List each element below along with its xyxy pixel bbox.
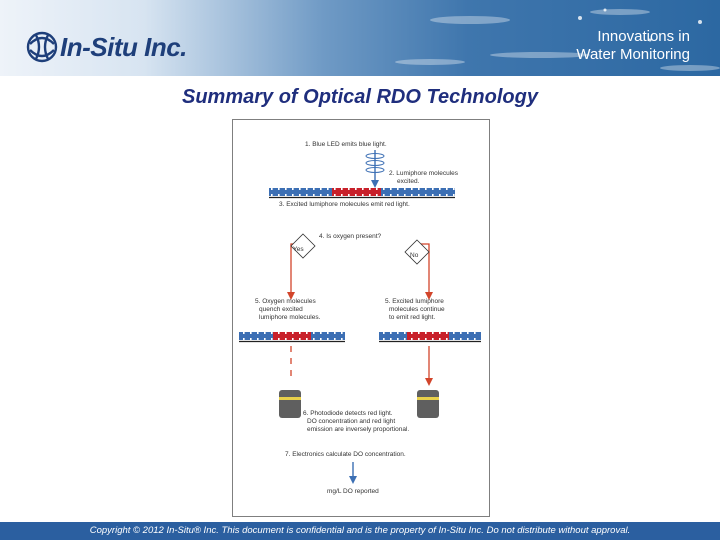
- company-logo: In-Situ Inc.: [24, 30, 187, 64]
- step2-line: 2. Lumiphore molecules: [389, 170, 459, 177]
- result-label: mg/L DO reported: [327, 488, 379, 495]
- no-label: No: [410, 252, 419, 259]
- step5a-line: quench excited: [259, 306, 303, 313]
- photodiode-left-icon: [279, 390, 301, 418]
- footer-copyright: Copyright © 2012 In-Situ® Inc. This docu…: [0, 522, 720, 540]
- step5b-label: 5. Excited lumiphore molecules continue …: [385, 298, 446, 321]
- step5b-line: to emit red light.: [389, 314, 435, 321]
- step5b-line: 5. Excited lumiphore: [385, 298, 444, 305]
- lumiphore-strip-quenched: [239, 332, 345, 343]
- step2-line: excited.: [397, 178, 420, 185]
- rdo-flow-svg: 1. Blue LED emits blue light. 2. Lumipho…: [239, 141, 481, 495]
- step4-label: 4. Is oxygen present?: [319, 233, 382, 240]
- step6-line: emission are inversely proportional.: [307, 426, 409, 433]
- no-decision: No: [404, 239, 430, 265]
- step1-label: 1. Blue LED emits blue light.: [305, 141, 387, 148]
- step5b-line: molecules continue: [389, 306, 445, 313]
- tagline-line: Innovations in: [597, 28, 690, 45]
- step7-label: 7. Electronics calculate DO concentratio…: [285, 451, 406, 458]
- in-situ-logo-icon: [26, 31, 58, 63]
- blue-light-beam-icon: [365, 150, 385, 188]
- yes-label: Yes: [293, 246, 304, 253]
- tagline-line: Water Monitoring: [576, 46, 690, 63]
- step2-label: 2. Lumiphore molecules excited.: [389, 170, 460, 185]
- logo-wordmark: In-Situ Inc.: [60, 31, 187, 62]
- header-banner: In-Situ Inc. Innovations in Water Monito…: [0, 0, 720, 76]
- water-texture: [395, 8, 720, 71]
- photodiode-right-icon: [417, 390, 439, 418]
- rdo-diagram: 1. Blue LED emits blue light. 2. Lumipho…: [232, 119, 490, 517]
- yes-decision: Yes: [290, 233, 316, 259]
- lumiphore-strip-top: [269, 188, 455, 199]
- step5a-label: 5. Oxygen molecules quench excited lumip…: [255, 298, 321, 321]
- tagline: Innovations in Water Monitoring: [576, 28, 690, 64]
- step5a-line: lumiphore molecules.: [259, 314, 321, 321]
- lumiphore-strip-emitting: [379, 332, 481, 343]
- step3-label: 3. Excited lumiphore molecules emit red …: [279, 201, 410, 208]
- sparkle-icon: [578, 8, 702, 42]
- step6-line: 6. Photodiode detects red light.: [303, 410, 393, 417]
- step6-line: DO concentration and red light: [307, 418, 395, 425]
- page-title: Summary of Optical RDO Technology: [182, 86, 538, 108]
- step6-label: 6. Photodiode detects red light. DO conc…: [303, 410, 409, 433]
- step5a-line: 5. Oxygen molecules: [255, 298, 316, 305]
